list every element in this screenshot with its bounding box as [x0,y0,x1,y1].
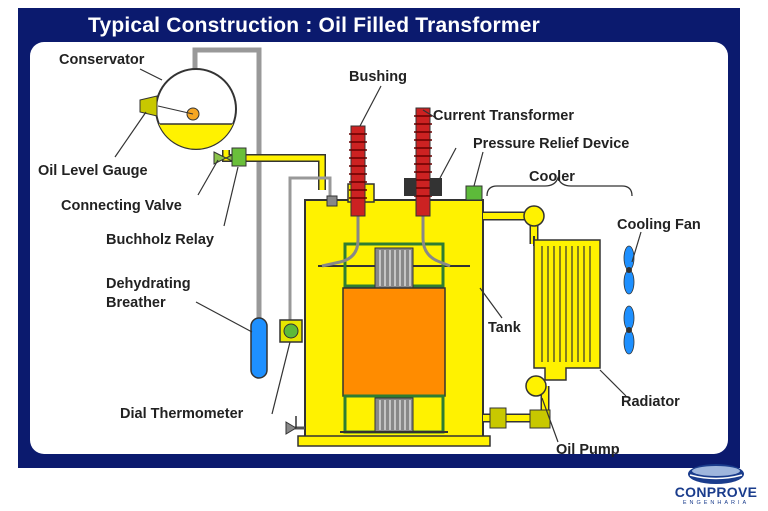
conprove-logo: CONPROVE ENGENHARIA [666,462,766,510]
float-arm [157,105,194,115]
cooler-brace [486,176,633,197]
oil-level-gauge [139,95,158,117]
conservator-oil [159,124,233,149]
label-buchholz-relay: Buchholz Relay [106,232,214,248]
label-pressure-relief-device: Pressure Relief Device [473,136,629,152]
leader-current-transformer [422,109,437,119]
label-radiator: Radiator [621,394,680,410]
cooling-fan-upper [623,245,635,295]
leader-tank [479,287,503,319]
label-dehydrating-breather-line2: Breather [106,295,166,311]
label-oil-pump: Oil Pump [556,442,620,458]
cooler-bottom-valve [489,407,507,429]
logo-name: CONPROVE [674,484,758,500]
buchholz-relay [231,147,247,167]
leader-pressure-relief [473,151,484,187]
leader-connecting-valve [197,159,219,196]
leader-oil-pump [541,397,559,443]
leader-bushing [359,85,382,127]
upper-winding [374,247,414,289]
label-tank: Tank [488,320,522,336]
label-cooling-fan: Cooling Fan [617,217,701,233]
label-dehydrating-breather-line1: Dehydrating [106,276,191,292]
leader-dial-thermometer [271,341,291,415]
leader-cooling-fan [631,231,642,263]
left-lead [321,214,360,268]
label-bushing: Bushing [349,69,407,85]
tank-top-fitting [326,195,338,207]
leader-ct-right [439,147,457,179]
leader-dehydrating-breather [195,301,253,333]
oil-pipe [223,150,325,190]
slide-title: Typical Construction : Oil Filled Transf… [88,14,541,37]
dehydrating-breather [250,317,268,379]
logo-subtitle: ENGENHARIA [682,500,750,506]
label-dial-thermometer: Dial Thermometer [120,406,244,422]
label-current-transformer: Current Transformer [433,108,574,124]
leader-oil-level-gauge [114,111,147,158]
leader-conservator [139,68,163,81]
label-conservator: Conservator [59,52,145,68]
right-lead [421,214,451,268]
label-connecting-valve: Connecting Valve [61,198,182,214]
right-bushing [414,107,432,217]
lower-winding [374,397,414,433]
label-cooler: Cooler [529,169,575,185]
cooling-fan-lower [623,305,635,355]
drain-valve [285,421,297,435]
dial-thermometer [283,323,299,339]
leader-buchholz-relay [223,166,239,227]
breather-pipe [192,47,262,322]
label-oil-level-gauge: Oil Level Gauge [38,163,148,179]
cooler-top-valve [523,205,545,227]
core-winding [342,287,446,397]
pressure-relief-device [465,185,483,201]
left-bushing [349,125,367,217]
current-transformer-left [404,178,416,196]
leader-radiator [599,369,627,397]
tank-base [297,435,491,447]
current-transformer-right [430,178,442,196]
oil-pump [525,375,547,397]
logo-emblem-icon [688,464,744,484]
